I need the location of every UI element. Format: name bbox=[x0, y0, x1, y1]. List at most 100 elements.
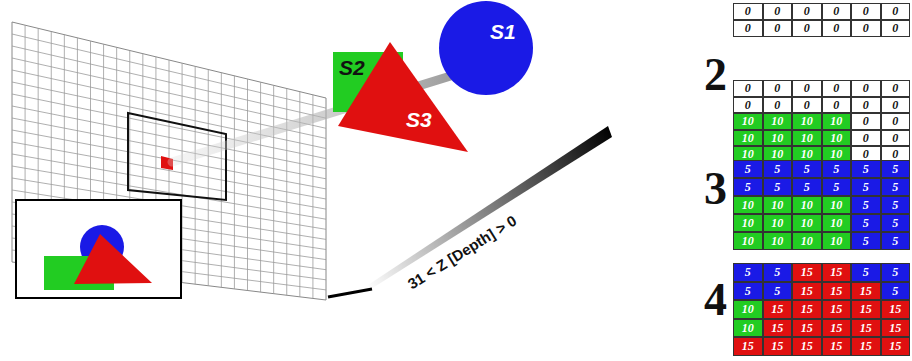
depth-tick bbox=[328, 289, 372, 297]
shape-label: S2 bbox=[339, 56, 365, 80]
depth-buffer-cell: 5 bbox=[763, 178, 793, 196]
depth-buffer-cell: 10 bbox=[763, 232, 793, 250]
depth-buffer-cell: 0 bbox=[881, 80, 911, 97]
depth-buffer-cell: 0 bbox=[851, 130, 881, 147]
depth-buffer-cell: 0 bbox=[733, 3, 763, 20]
grid-line bbox=[12, 142, 326, 199]
depth-buffer-cell: 15 bbox=[881, 337, 911, 356]
depth-buffer-cell: 0 bbox=[792, 20, 822, 37]
depth-buffer-cell: 0 bbox=[792, 80, 822, 97]
depth-buffer-cell: 10 bbox=[763, 214, 793, 232]
depth-buffer-cell: 15 bbox=[851, 319, 881, 338]
depth-buffer-cell: 5 bbox=[881, 214, 911, 232]
shape-label: S1 bbox=[490, 20, 516, 44]
red-triangle-shape bbox=[338, 42, 468, 152]
depth-buffer-cell: 5 bbox=[851, 196, 881, 214]
inset-triangle bbox=[74, 234, 152, 284]
depth-buffer-cell: 0 bbox=[733, 97, 763, 114]
step-number: 3 bbox=[704, 166, 727, 212]
depth-buffer-cell: 10 bbox=[792, 214, 822, 232]
depth-buffer-cell: 10 bbox=[822, 196, 852, 214]
depth-buffer-cell: 5 bbox=[881, 263, 911, 282]
depth-buffer-cell: 0 bbox=[733, 80, 763, 97]
depth-buffer-cell: 5 bbox=[881, 178, 911, 196]
grid-line bbox=[12, 34, 326, 108]
depth-buffer-cell: 5 bbox=[792, 160, 822, 178]
blue-circle: S1 bbox=[438, 0, 534, 96]
grid-line bbox=[12, 46, 326, 118]
depth-buffer-cell: 10 bbox=[822, 214, 852, 232]
depth-buffer-cell: 15 bbox=[822, 282, 852, 301]
depth-buffer-cell: 0 bbox=[763, 20, 793, 37]
depth-buffer-cell: 5 bbox=[763, 282, 793, 301]
depth-buffer-cell: 15 bbox=[851, 300, 881, 319]
depth-buffer-cell: 15 bbox=[792, 319, 822, 338]
depth-buffer-cell: 10 bbox=[733, 130, 763, 147]
step-number: 2 bbox=[704, 52, 727, 98]
depth-buffer-cell: 5 bbox=[881, 160, 911, 178]
depth-buffer-cell: 5 bbox=[763, 263, 793, 282]
depth-buffer-cell: 5 bbox=[822, 160, 852, 178]
depth-buffer-cell: 0 bbox=[822, 97, 852, 114]
depth-buffer-cell: 15 bbox=[851, 282, 881, 301]
depth-buffer-cell: 15 bbox=[763, 337, 793, 356]
shape-label: S3 bbox=[406, 108, 432, 132]
depth-buffer-cell: 10 bbox=[822, 113, 852, 130]
depth-buffer-cell: 0 bbox=[763, 97, 793, 114]
depth-buffer-cell: 10 bbox=[733, 232, 763, 250]
depth-buffer-cell: 0 bbox=[822, 3, 852, 20]
depth-buffer-cell: 10 bbox=[792, 232, 822, 250]
depth-buffer-cell: 15 bbox=[881, 300, 911, 319]
depth-buffer-cell: 0 bbox=[851, 113, 881, 130]
depth-buffer-cell: 0 bbox=[881, 130, 911, 147]
depth-buffer-cell: 0 bbox=[881, 113, 911, 130]
blue-circle-outline bbox=[438, 0, 534, 96]
depth-buffer-cell: 10 bbox=[822, 232, 852, 250]
view-ray bbox=[172, 70, 470, 162]
depth-buffer-cell: 0 bbox=[792, 97, 822, 114]
depth-buffer-cell: 5 bbox=[851, 160, 881, 178]
depth-buffer-cell: 10 bbox=[763, 130, 793, 147]
depth-buffer-cell: 15 bbox=[733, 337, 763, 356]
depth-buffer-cell: 15 bbox=[792, 282, 822, 301]
depth-buffer-cell: 15 bbox=[822, 263, 852, 282]
depth-buffer-cell: 10 bbox=[733, 113, 763, 130]
depth-buffer-cell: 10 bbox=[792, 130, 822, 147]
depth-buffer-cell: 15 bbox=[763, 319, 793, 338]
depth-buffer-cell: 5 bbox=[763, 160, 793, 178]
grid-line bbox=[12, 58, 326, 128]
depth-buffer-cell: 0 bbox=[881, 20, 911, 37]
depth-buffer-cell: 5 bbox=[733, 178, 763, 196]
depth-buffer-cell: 5 bbox=[733, 263, 763, 282]
depth-buffer-cell: 0 bbox=[763, 80, 793, 97]
depth-scale bbox=[368, 126, 612, 289]
result-inset bbox=[16, 200, 181, 298]
depth-buffer-cell: 10 bbox=[733, 300, 763, 319]
depth-buffer-cell: 15 bbox=[792, 300, 822, 319]
depth-buffer-cell: 15 bbox=[851, 337, 881, 356]
depth-buffer-cell: 5 bbox=[881, 196, 911, 214]
depth-buffer-cell: 15 bbox=[792, 337, 822, 356]
blue-circle-shape bbox=[439, 1, 533, 95]
depth-buffer-cell: 10 bbox=[763, 196, 793, 214]
depth-buffer-cell: 0 bbox=[851, 97, 881, 114]
depth-buffer-cell: 10 bbox=[822, 130, 852, 147]
depth-buffer-cell: 5 bbox=[881, 232, 911, 250]
depth-buffer-cell: 10 bbox=[733, 214, 763, 232]
depth-buffer-cell: 5 bbox=[733, 160, 763, 178]
depth-buffer-cell: 5 bbox=[881, 282, 911, 301]
depth-buffer-cell: 10 bbox=[792, 196, 822, 214]
depth-buffer-cell: 10 bbox=[792, 113, 822, 130]
depth-buffer-cell: 15 bbox=[822, 300, 852, 319]
depth-buffer-cell: 10 bbox=[733, 196, 763, 214]
depth-buffer-cell: 15 bbox=[822, 319, 852, 338]
depth-buffer-cell: 5 bbox=[851, 214, 881, 232]
depth-buffer-cell: 15 bbox=[763, 300, 793, 319]
depth-buffer-cell: 0 bbox=[822, 80, 852, 97]
depth-buffer-cell: 0 bbox=[733, 20, 763, 37]
depth-buffer-cell: 0 bbox=[822, 20, 852, 37]
depth-buffer-cell: 0 bbox=[792, 3, 822, 20]
depth-buffer-cell: 5 bbox=[792, 178, 822, 196]
depth-buffer-cell: 5 bbox=[851, 178, 881, 196]
